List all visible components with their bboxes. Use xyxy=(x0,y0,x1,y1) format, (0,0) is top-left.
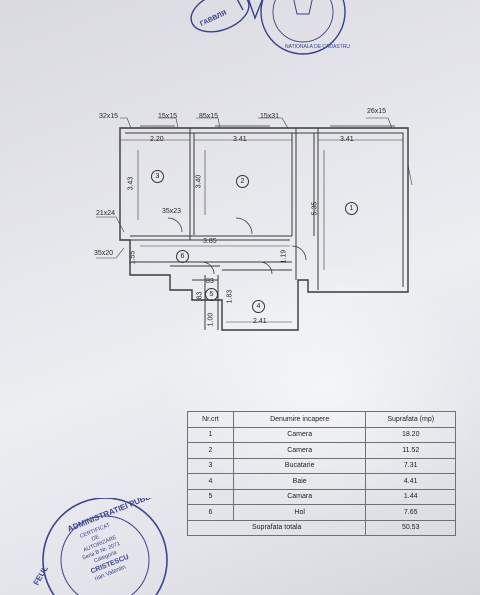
table-row: 1 Camera 18.20 xyxy=(187,426,456,443)
row-area: 1.44 xyxy=(365,488,456,505)
room-number-2: 2 xyxy=(236,175,249,188)
dim-inner-5: 2.41 xyxy=(253,318,267,325)
signature-stroke xyxy=(236,0,263,20)
table-row: 4 Baie 4.41 xyxy=(187,473,456,490)
dim-height-hall-left: 1.55 xyxy=(129,250,137,265)
dim-inner-7: 1.00 xyxy=(207,312,215,327)
table-row: 5 Camara 1.44 xyxy=(187,488,456,505)
total-value: 50.53 xyxy=(365,519,456,536)
row-area: 18.20 xyxy=(365,426,456,443)
area-table: Nr.crt Denumire incapere Suprafata (mp) … xyxy=(186,411,456,536)
row-nr: 5 xyxy=(187,488,234,505)
signature-text: ГАВВЛЯ xyxy=(199,10,228,28)
room-number-4: 4 xyxy=(252,300,265,313)
dim-inner-3: .83 xyxy=(196,291,204,302)
dim-label-top-1: 32x15 xyxy=(99,113,119,120)
top-stamps: ГАВВЛЯ NATIONALA DE CADASTRU xyxy=(190,0,350,55)
row-room-name: Bucatarie xyxy=(232,457,367,474)
table-row: 3 Bucatarie 7.31 xyxy=(187,457,456,474)
cadastre-stamp-text: NATIONALA DE CADASTRU xyxy=(285,44,350,50)
room-number-5: 5 xyxy=(205,288,218,301)
dim-left-1: 21x24 xyxy=(96,210,116,217)
table-header-row: Nr.crt Denumire incapere Suprafata (mp) xyxy=(187,411,456,428)
dim-width-room2: 3.41 xyxy=(233,136,247,143)
row-room-name: Hol xyxy=(232,504,367,521)
cadastre-stamp-outer xyxy=(260,0,346,55)
table-row: 6 Hol 7.65 xyxy=(187,504,456,521)
row-nr: 1 xyxy=(187,426,234,443)
header-nr: Nr.crt xyxy=(187,411,234,428)
row-area: 4.41 xyxy=(365,473,456,490)
row-nr: 3 xyxy=(187,457,234,474)
row-nr: 6 xyxy=(187,504,234,521)
floor-plan-drawing xyxy=(96,117,413,331)
row-area: 7.65 xyxy=(365,504,456,521)
table-total-row: Suprafata totala 50.53 xyxy=(186,519,456,536)
row-room-name: Baie xyxy=(232,473,367,490)
dim-height-room3: 3.43 xyxy=(127,176,135,191)
dim-label-top-4: 15x31 xyxy=(260,113,280,120)
authorization-stamp: ADMINISTRATIEI PUBLICE FEUL CERTIFICAT D… xyxy=(32,498,168,595)
signature-oval xyxy=(190,0,250,33)
dim-height-hall-right: 1.19 xyxy=(280,249,288,264)
row-room-name: Camera xyxy=(232,442,367,459)
dim-inner-4: 1.83 xyxy=(226,289,234,304)
dim-width-room3: 2.20 xyxy=(150,136,164,143)
coat-of-arms-icon xyxy=(293,0,313,15)
stamp-line-2: DE xyxy=(91,534,101,543)
dim-label-top-3: 85x15 xyxy=(199,113,219,120)
table-row: 2 Camera 11.52 xyxy=(187,442,456,459)
room-number-1: 1 xyxy=(345,202,358,215)
stamp-outer-circle xyxy=(42,498,168,595)
header-room-name: Denumire incapere xyxy=(232,411,367,428)
row-area: 11.52 xyxy=(365,442,456,459)
dim-label-top-2: 15x15 xyxy=(158,113,178,120)
room-number-3: 3 xyxy=(151,170,164,183)
dim-left-2: 35x20 xyxy=(94,250,114,257)
header-area: Suprafata (mp) xyxy=(365,411,456,428)
row-nr: 2 xyxy=(187,442,234,459)
stamp-inner-circle xyxy=(60,515,150,595)
row-area: 7.31 xyxy=(365,457,456,474)
total-label: Suprafata totala xyxy=(186,519,367,536)
row-nr: 4 xyxy=(187,473,234,490)
dim-height-room1: 5.35 xyxy=(311,201,319,216)
row-room-name: Camara xyxy=(232,488,367,505)
dim-label-top-5: 26x15 xyxy=(367,108,387,115)
row-room-name: Camera xyxy=(232,426,367,443)
floor-plan: 32x15 15x15 85x15 15x31 26x15 2.20 3.41 … xyxy=(94,108,413,331)
cadastre-stamp-inner xyxy=(272,0,334,43)
room-number-6: 6 xyxy=(176,250,189,263)
dim-height-room2: 3.40 xyxy=(195,174,203,189)
dim-inner-6: .83 xyxy=(204,278,214,285)
dim-inner-1: 35x23 xyxy=(162,208,182,215)
dim-inner-2: 3.85 xyxy=(203,238,217,245)
dim-width-room1: 3.41 xyxy=(340,136,354,143)
